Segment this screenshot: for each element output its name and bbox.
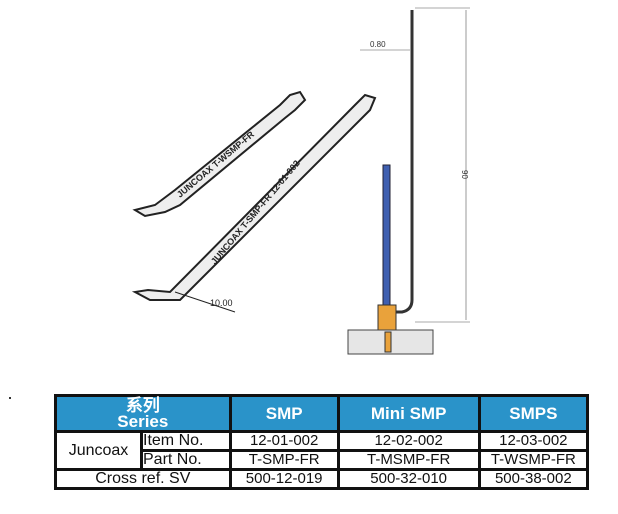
product-drawing: JUNCOAX T-WSMP-FR JUNCOAX T-SMP-FR 12-01… [131,7,470,355]
col-mini-smp: Mini SMP [336,394,481,433]
series-cn: 系列 [125,395,160,415]
side-view: 90 0.80 [347,7,470,355]
row-label: Cross ref. SV [54,468,232,490]
cell: 12-03-002 [477,430,590,452]
dim-thickness: 0.80 [370,40,386,49]
stray-dot [9,397,11,399]
brand-cell: Juncoax [54,430,143,471]
col-smps: SMPS [477,394,590,433]
table-row: Cross ref. SV 500-12-019 500-32-010 500-… [54,468,590,490]
dim-length: 90 [460,170,469,179]
connector [377,304,397,331]
row-label: Item No. [140,430,232,452]
tool-label-1: JUNCOAX T-WSMP-FR [175,129,256,200]
cell: 500-32-010 [336,468,481,490]
cell: 500-12-019 [228,468,340,490]
dim-width: 10.00 [210,298,233,308]
series-en: Series [117,411,169,431]
table-row: Part No. T-SMP-FR T-MSMP-FR T-WSMP-FR [56,449,590,471]
cell: T-MSMP-FR [336,449,481,471]
tool-label-2: JUNCOAX T-SMP-FR 12-01-002 [209,158,302,266]
cell: 500-38-002 [477,468,590,490]
row-label: Part No. [140,449,232,471]
table-row: Juncoax Item No. 12-01-002 12-02-002 12-… [54,430,590,471]
cell: 12-02-002 [336,430,481,452]
cell: T-WSMP-FR [477,449,590,471]
col-smp: SMP [228,394,340,433]
connector-pin [382,164,391,306]
cell: 12-01-002 [228,430,340,452]
cell: T-SMP-FR [228,449,340,471]
